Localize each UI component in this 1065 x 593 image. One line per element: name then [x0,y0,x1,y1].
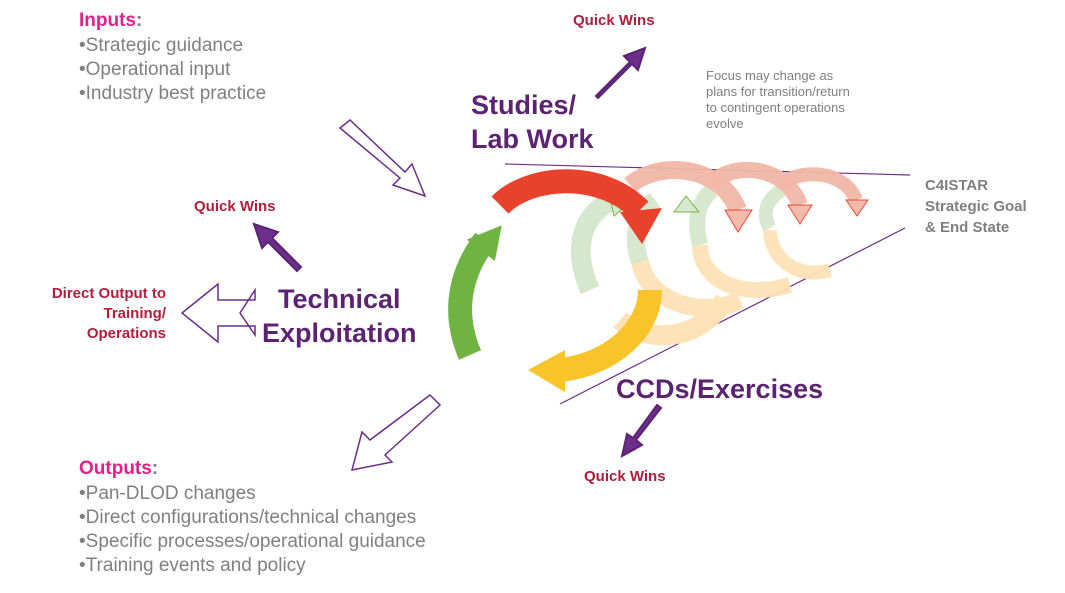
focus-note: Focus may change as plans for transition… [706,68,850,131]
quick-win-arrow-bottom [620,403,663,458]
input-arrow [338,119,427,198]
outputs-item: •Specific processes/operational guidance [79,531,426,552]
inputs-item: •Strategic guidance [79,35,244,56]
quick-wins-top-label: Quick Wins [573,12,655,29]
quick-wins-left-label: Quick Wins [194,198,276,215]
quick-win-arrow-top [594,46,647,100]
inputs-block: Inputs: •Strategic guidance •Operational… [79,10,266,106]
inputs-title: Inputs: [79,10,143,31]
technical-exploitation-label: Technical Exploitation [262,284,417,348]
output-arrow [350,394,442,471]
cone-bottom-line [559,227,906,405]
outputs-item: •Training events and policy [79,555,306,576]
ccds-exercises-label: CCDs/Exercises [616,374,824,404]
inputs-item: •Operational input [79,59,231,80]
outputs-item: •Pan-DLOD changes [79,483,256,504]
outputs-block: Outputs: •Pan-DLOD changes •Direct confi… [79,458,426,578]
strategic-goal-label: C4ISTAR Strategic Goal & End State [925,177,1027,236]
quick-wins-bottom-label: Quick Wins [584,468,666,485]
outputs-title: Outputs: [79,458,159,479]
main-cycle [448,169,662,392]
quick-win-arrow-left [252,222,303,273]
inputs-item: •Industry best practice [79,83,267,104]
direct-output-label: Direct Output to Training/ Operations [51,285,166,342]
outputs-item: •Direct configurations/technical changes [79,507,417,528]
studies-lab-work-label: Studies/ Lab Work [471,90,594,154]
direct-output-arrow [180,282,256,344]
